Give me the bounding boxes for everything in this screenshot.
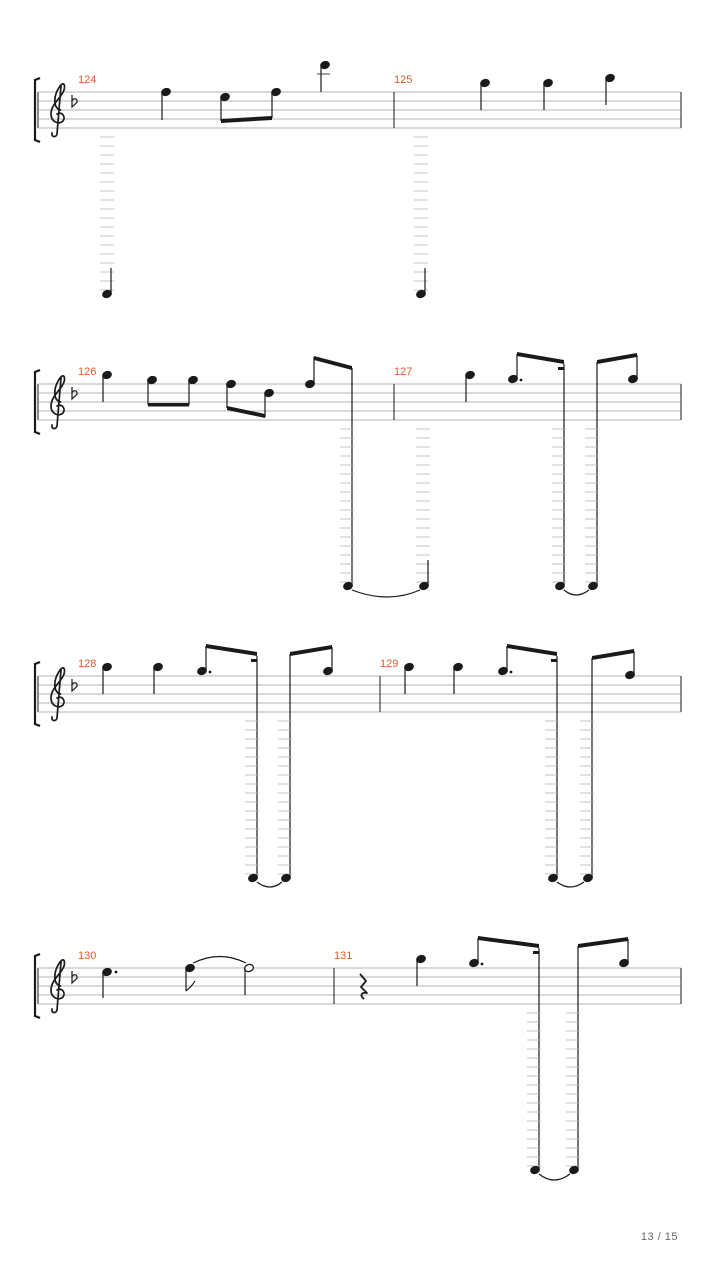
measure-number: 127 xyxy=(394,366,412,378)
measure-number: 124 xyxy=(78,74,96,86)
system-2: 126 127 xyxy=(33,352,682,598)
measure-number: 126 xyxy=(78,366,96,378)
system-1: 124 125 xyxy=(33,60,682,299)
measure-number: 128 xyxy=(78,658,96,670)
system-3: 128 129 xyxy=(33,644,682,888)
measure-number: 131 xyxy=(334,950,352,962)
measure-number: 129 xyxy=(380,658,398,670)
system-4: 130 131 xyxy=(33,936,682,1181)
measure-number: 130 xyxy=(78,950,96,962)
page-indicator: 13 / 15 xyxy=(640,1231,678,1243)
measure-number: 125 xyxy=(394,74,412,86)
